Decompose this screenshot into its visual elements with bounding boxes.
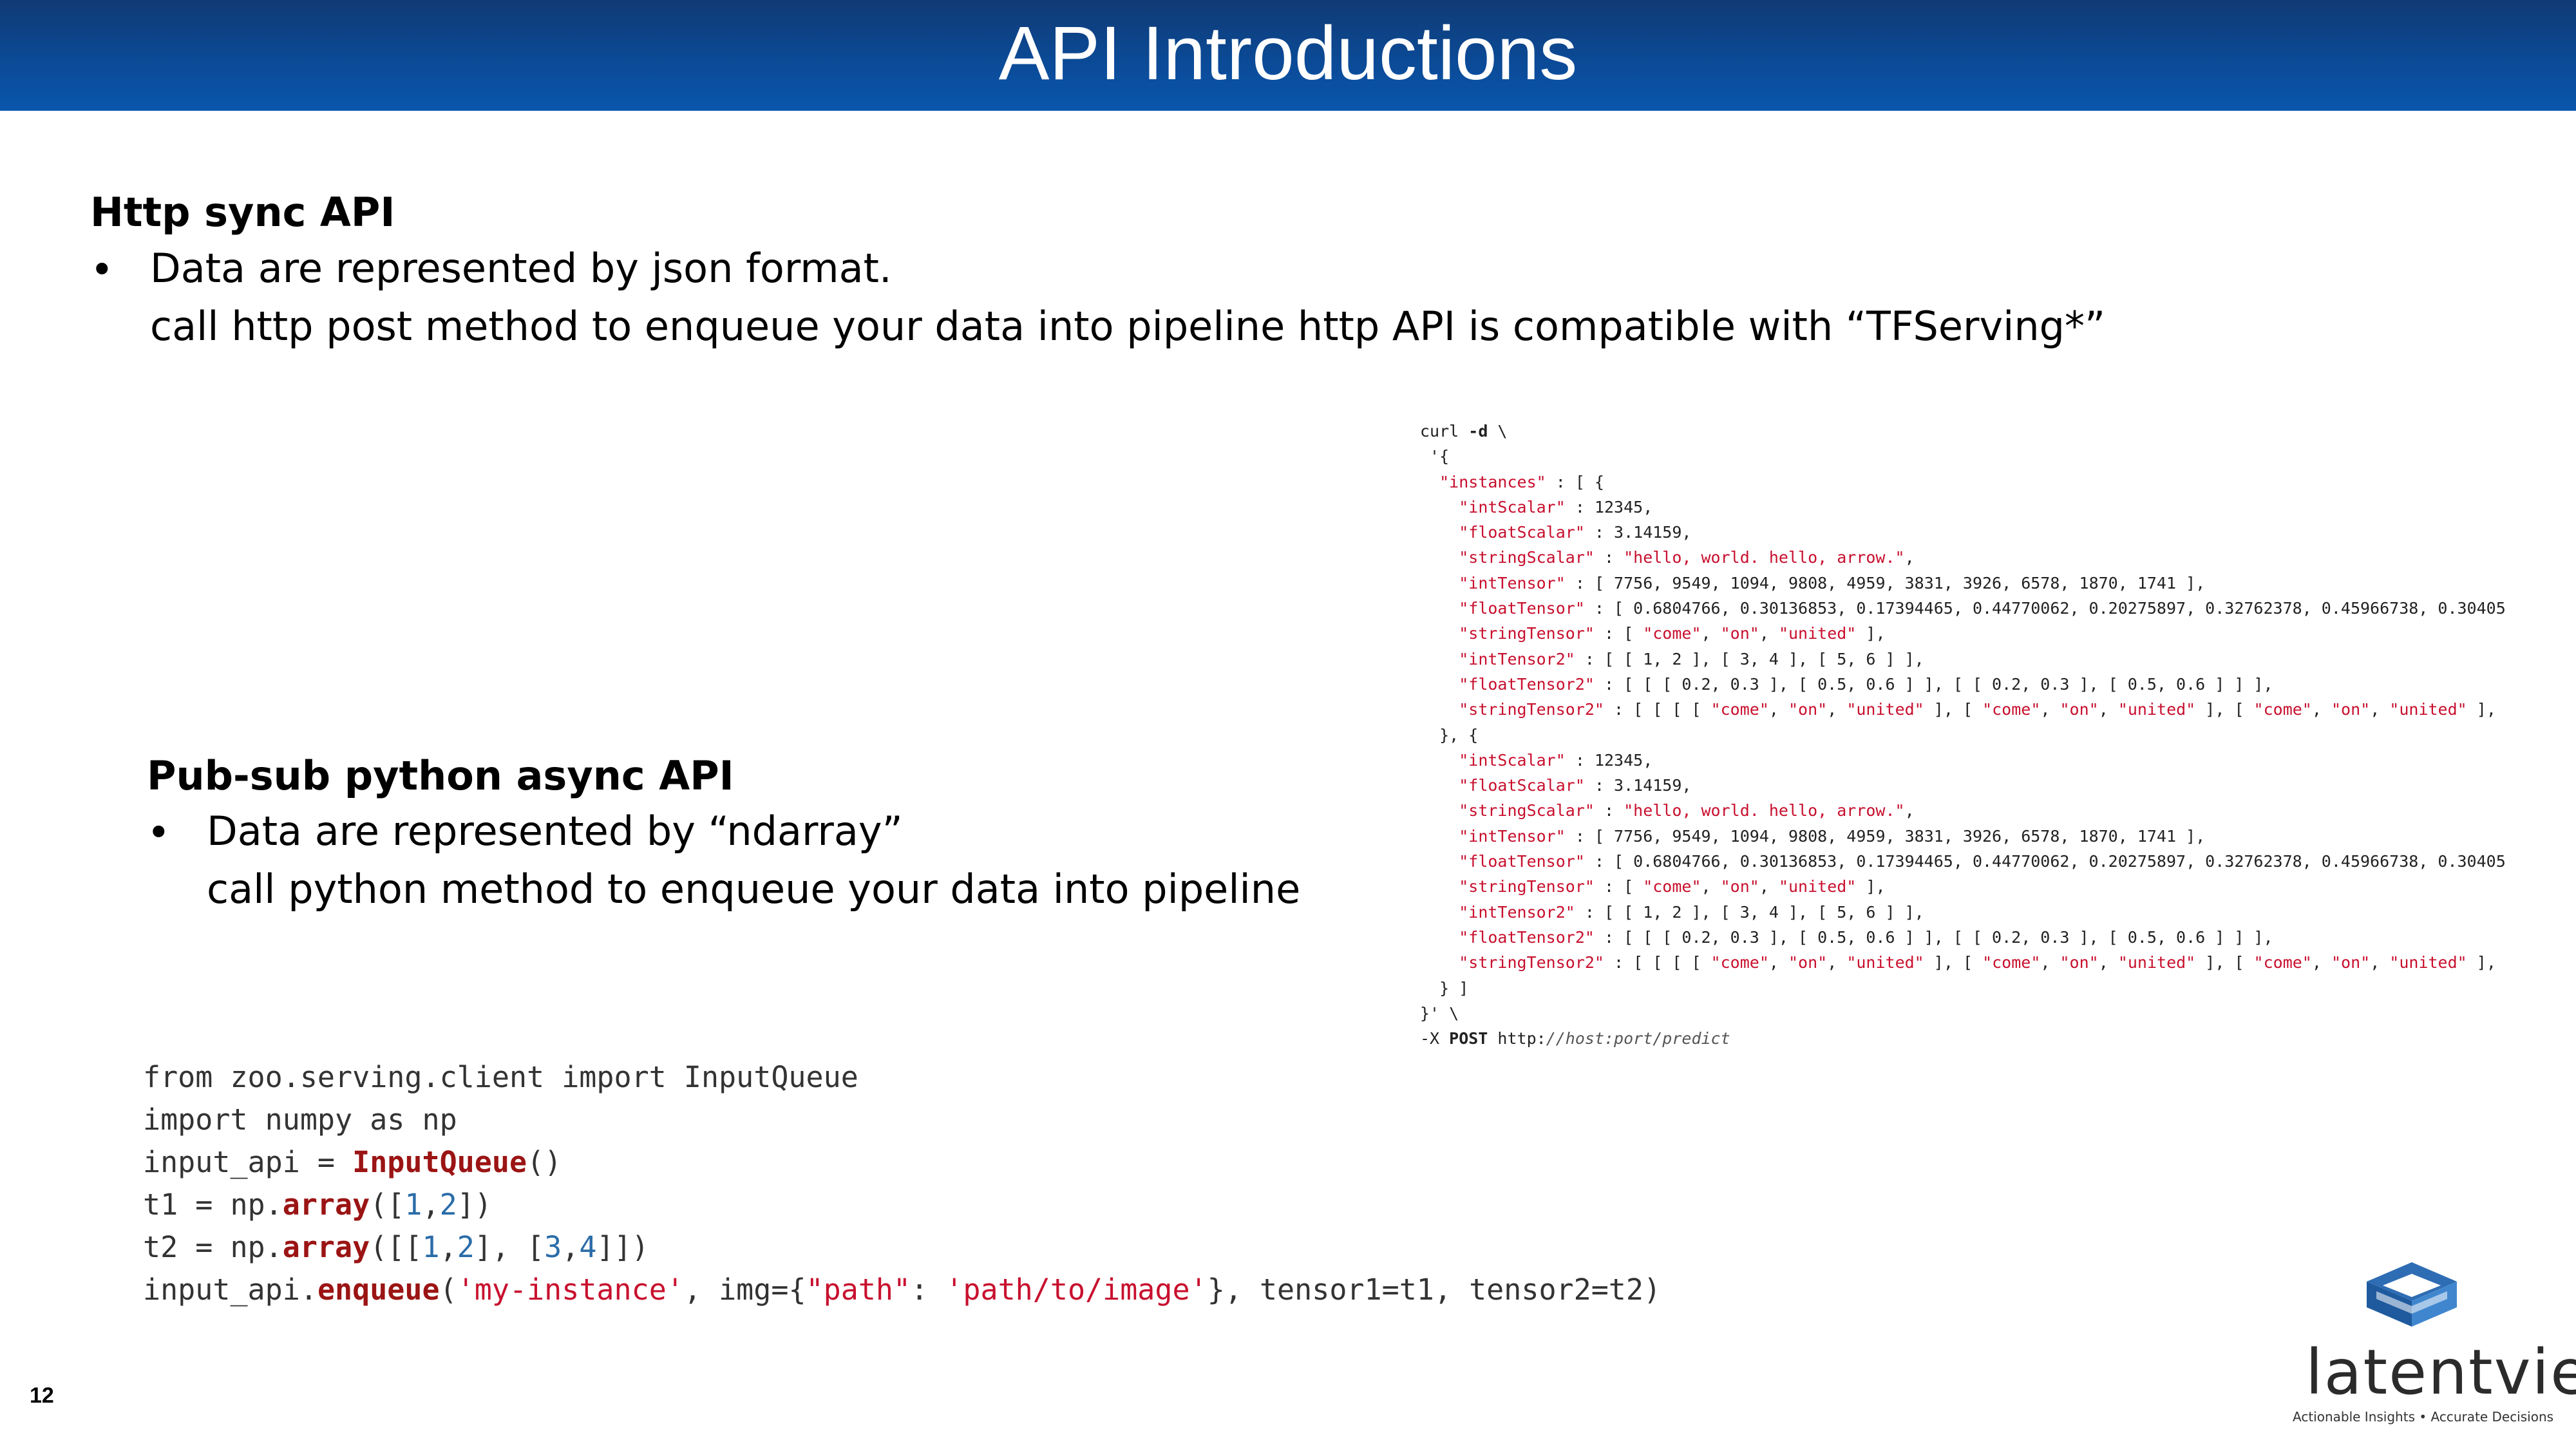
curl-code-line: "stringTensor" : [ "come", "on", "united… bbox=[1459, 877, 1886, 896]
logo-wordmark: latentview bbox=[2306, 1336, 2576, 1408]
curl-code-line: "intTensor2" : [ [ 1, 2 ], [ 3, 4 ], [ 5… bbox=[1459, 649, 1924, 668]
python-code-line: input_api = InputQueue() bbox=[143, 1145, 562, 1179]
python-code-line: input_api.enqueue('my-instance', img={"p… bbox=[143, 1273, 1662, 1307]
slide-title: API Introductions bbox=[998, 11, 1578, 96]
python-code-line: t2 = np.array([[1,2], [3,4]]) bbox=[143, 1230, 649, 1264]
curl-code-line: "floatScalar" : 3.14159, bbox=[1459, 776, 1692, 795]
latentview-logo-icon bbox=[2367, 1262, 2457, 1327]
http-sync-api-heading: Http sync API bbox=[90, 189, 395, 236]
curl-code-line: "stringTensor" : [ "come", "on", "united… bbox=[1459, 624, 1886, 643]
curl-code-line: -X POST http://host:port/predict bbox=[1420, 1029, 1730, 1048]
logo-tagline: Actionable Insights • Accurate Decisions bbox=[2293, 1409, 2554, 1425]
curl-code-line: "floatTensor" : [ 0.6804766, 0.30136853,… bbox=[1459, 599, 2506, 618]
curl-code-line: curl -d \ bbox=[1420, 422, 1508, 440]
curl-code-line: "stringTensor2" : [ [ [ [ "come", "on", … bbox=[1459, 700, 2496, 719]
pubsub-line-1: Data are represented by “ndarray” bbox=[207, 808, 903, 855]
curl-code-line: '{ bbox=[1420, 447, 1450, 466]
curl-code-line: "intScalar" : 12345, bbox=[1459, 497, 1653, 516]
python-code-sample: from zoo.serving.client import InputQueu… bbox=[143, 1056, 2075, 1311]
curl-code-line: "stringScalar" : "hello, world. hello, a… bbox=[1459, 548, 1915, 567]
pubsub-line-2: call python method to enqueue your data … bbox=[207, 866, 1301, 913]
curl-code-line: "intTensor2" : [ [ 1, 2 ], [ 3, 4 ], [ 5… bbox=[1459, 902, 1924, 922]
pubsub-bullet: • bbox=[147, 809, 171, 856]
curl-code-line: "floatTensor2" : [ [ [ 0.2, 0.3 ], [ 0.5… bbox=[1459, 674, 2273, 694]
page-number: 12 bbox=[30, 1383, 54, 1408]
curl-code-sample: curl -d \ '{ "instances" : [ { "intScala… bbox=[1420, 419, 2573, 1051]
curl-code-line: }, { bbox=[1420, 725, 1479, 744]
python-code-line: t1 = np.array([1,2]) bbox=[143, 1188, 492, 1222]
pubsub-api-heading: Pub-sub python async API bbox=[147, 752, 734, 799]
slide-header-bar bbox=[0, 0, 2576, 111]
curl-code-line: "instances" : [ { bbox=[1439, 472, 1604, 491]
curl-code-line: "stringScalar" : "hello, world. hello, a… bbox=[1459, 801, 1915, 820]
curl-code-line: } ] bbox=[1420, 978, 1469, 998]
curl-code-line: "floatScalar" : 3.14159, bbox=[1459, 523, 1692, 542]
curl-code-line: "floatTensor2" : [ [ [ 0.2, 0.3 ], [ 0.5… bbox=[1459, 927, 2273, 947]
curl-code-line: "floatTensor" : [ 0.6804766, 0.30136853,… bbox=[1459, 852, 2506, 871]
python-code-line: import numpy as np bbox=[143, 1103, 457, 1137]
curl-code-line: "intTensor" : [ 7756, 9549, 1094, 9808, … bbox=[1459, 573, 2206, 592]
http-line-1: Data are represented by json format. bbox=[150, 245, 892, 292]
python-code-line: from zoo.serving.client import InputQueu… bbox=[143, 1060, 858, 1094]
http-bullet: • bbox=[90, 246, 114, 293]
curl-code-line: "stringTensor2" : [ [ [ [ "come", "on", … bbox=[1459, 953, 2496, 972]
http-line-2: call http post method to enqueue your da… bbox=[150, 303, 2106, 350]
curl-code-line: "intScalar" : 12345, bbox=[1459, 750, 1653, 770]
curl-code-line: "intTensor" : [ 7756, 9549, 1094, 9808, … bbox=[1459, 826, 2206, 846]
curl-code-line: }' \ bbox=[1420, 1003, 1459, 1023]
